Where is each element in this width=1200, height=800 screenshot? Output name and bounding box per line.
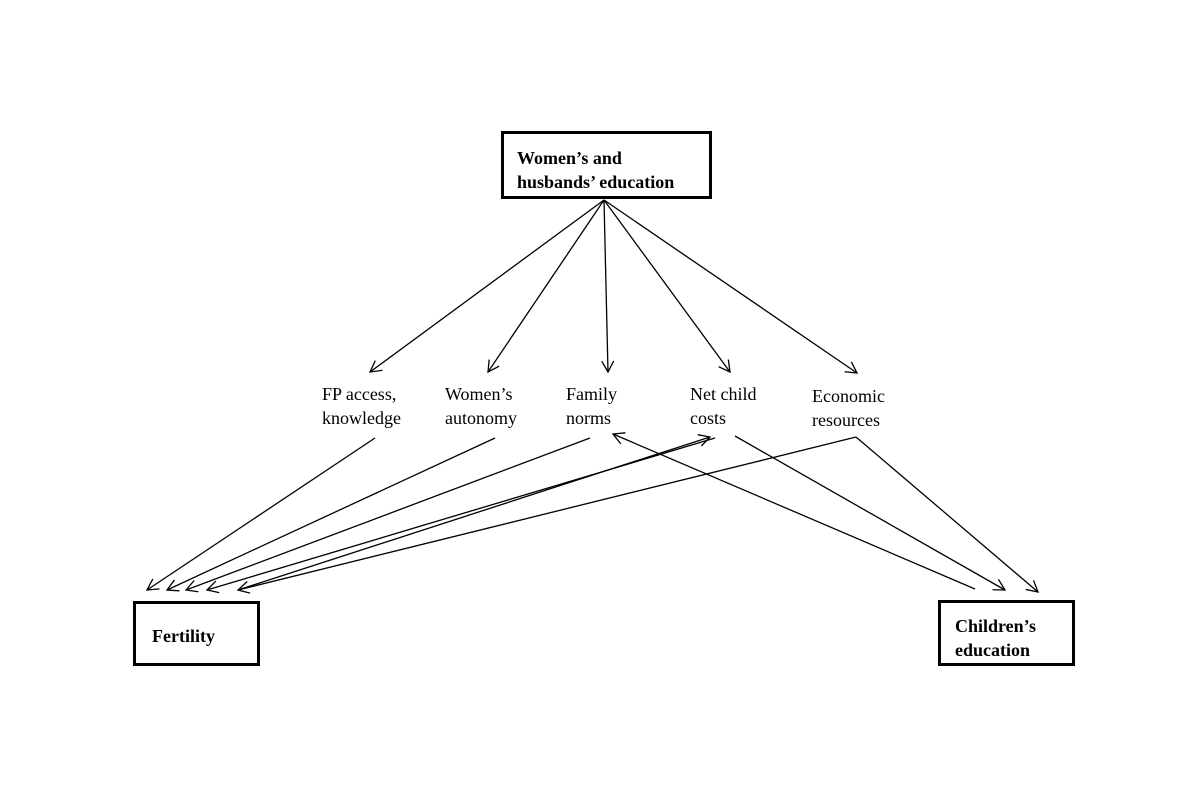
mediator-norms-line2: norms	[566, 408, 611, 428]
mediator-fp-line2: knowledge	[322, 408, 401, 428]
arrow-education-to-costs	[603, 199, 731, 374]
children-education-box: Children’s education	[938, 600, 1075, 666]
arrow-autonomy-to-fertility	[165, 437, 496, 592]
mediator-family-norms: Family norms	[566, 382, 617, 430]
mediator-womens-autonomy: Women’s autonomy	[445, 382, 517, 430]
mediator-costs-line1: Net child	[690, 384, 757, 404]
mediator-norms-line1: Family	[566, 384, 618, 404]
arrow-costs-to-fertility	[205, 437, 716, 594]
mediator-costs-line2: costs	[690, 408, 726, 428]
education-box-line1: Women’s and	[517, 148, 622, 168]
arrow-econ-to-fertility	[236, 436, 857, 594]
arrow-norms-to-fertility	[184, 437, 591, 593]
fertility-box-label: Fertility	[152, 626, 215, 646]
mediator-fp-line1: FP access,	[322, 384, 397, 404]
mediator-fp-access: FP access, knowledge	[322, 382, 401, 430]
arrow-fertility-to-costs	[237, 434, 712, 591]
mediator-autonomy-line2: autonomy	[445, 408, 517, 428]
fertility-box: Fertility	[133, 601, 260, 666]
arrow-education-to-econ	[603, 199, 859, 374]
education-box: Women’s and husbands’ education	[501, 131, 712, 199]
mediator-economic-resources: Economic resources	[812, 384, 885, 432]
mediator-econ-line1: Economic	[812, 386, 885, 406]
arrow-fp-to-fertility	[145, 437, 376, 591]
mediator-net-child-costs: Net child costs	[690, 382, 756, 430]
children-box-line1: Children’s	[955, 616, 1037, 636]
arrow-education-to-norms	[601, 199, 615, 374]
arrow-costs-to-children	[734, 435, 1007, 591]
mediator-econ-line2: resources	[812, 410, 880, 430]
education-box-line2: husbands’ education	[517, 172, 675, 192]
children-box-line2: education	[955, 640, 1031, 660]
arrow-children-to-norms	[611, 432, 976, 590]
arrow-econ-to-children	[855, 436, 1040, 593]
arrow-education-to-fp	[368, 199, 605, 373]
mediator-autonomy-line1: Women’s	[445, 384, 513, 404]
arrow-education-to-autonomy	[487, 199, 605, 374]
